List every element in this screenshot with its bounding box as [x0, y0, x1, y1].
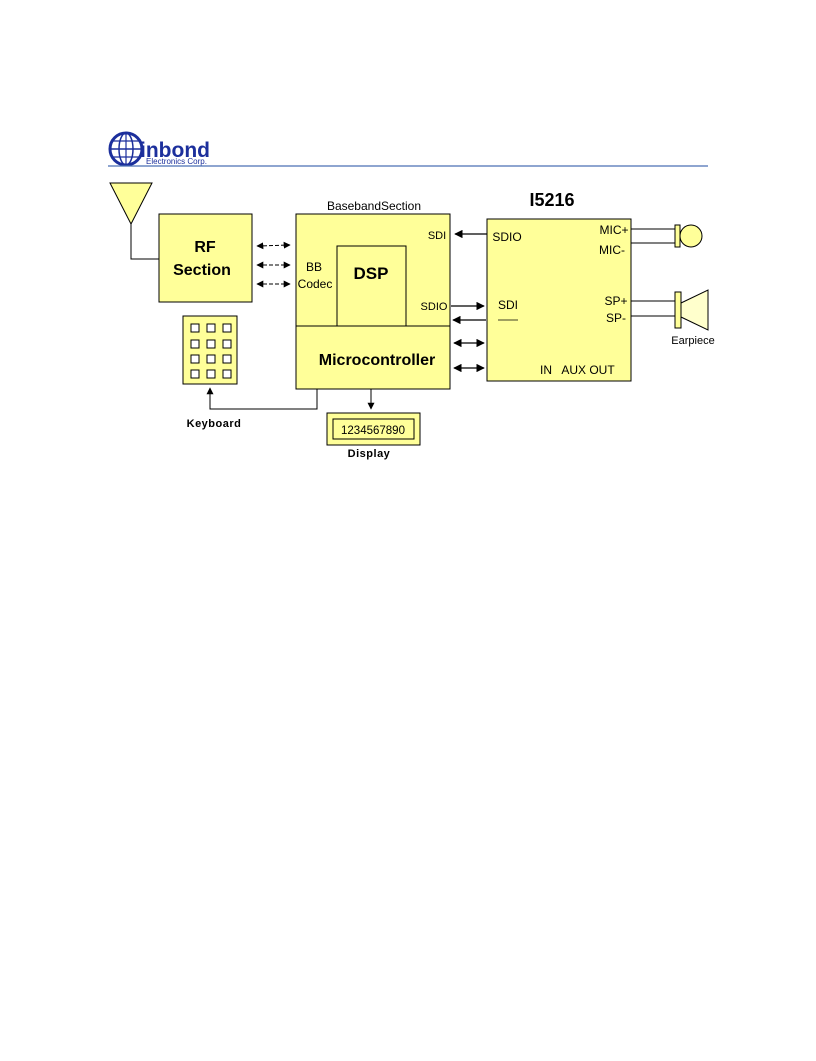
display-value: 1234567890: [341, 425, 405, 437]
microphone-icon: [631, 224, 703, 248]
globe-icon: [108, 131, 144, 167]
display-label: Display: [348, 448, 391, 460]
display-block: 1234567890: [326, 412, 421, 446]
microcontroller-label: Microcontroller: [319, 352, 435, 369]
dsp-label: DSP: [354, 264, 389, 283]
earpiece-speaker-icon: [631, 289, 709, 331]
baseband-title: BasebandSection: [327, 199, 421, 213]
antenna-icon: [109, 182, 159, 260]
bb-codec-line1: BB: [306, 260, 322, 274]
earpiece-label: Earpiece: [671, 335, 714, 347]
keyboard-label: Keyboard: [187, 418, 242, 430]
chip-title: I5216: [529, 190, 574, 210]
rf-baseband-arrows: [256, 241, 291, 288]
chip-sdi-label: SDI: [498, 298, 518, 312]
rf-section-block: RF Section: [158, 213, 253, 303]
sp-minus-label: SP-: [606, 311, 626, 325]
dsp-block: [336, 245, 407, 327]
i5216-chip-block: SDIO SDI MIC+ MIC- SP+ SP- IN AUX OUT: [486, 218, 632, 382]
keyboard-icon: [182, 315, 238, 385]
baseband-sdio-label: SDIO: [421, 301, 448, 313]
arrow-micro-to-keyboard: [206, 387, 318, 410]
baseband-sdi-label: SDI: [428, 230, 446, 242]
arrow-rf-1: [256, 241, 291, 250]
mic-plus-label: MIC+: [599, 223, 628, 237]
rf-label-line1: RF: [194, 239, 216, 256]
baseband-chip-arrows: [451, 229, 487, 373]
rf-label-line2: Section: [173, 262, 231, 279]
chip-sdio-label: SDIO: [492, 230, 521, 244]
mic-minus-label: MIC-: [599, 243, 625, 257]
sp-plus-label: SP+: [604, 294, 627, 308]
winbond-logo: inbond Electronics Corp.: [108, 131, 210, 167]
logo-text: inbond: [140, 139, 210, 162]
aux-label: IN AUX OUT: [540, 363, 615, 377]
baseband-block: DSP BB Codec SDI SDIO Microcontroller: [295, 213, 451, 390]
bb-codec-line2: Codec: [298, 277, 333, 291]
logo-subtext: Electronics Corp.: [146, 157, 207, 166]
